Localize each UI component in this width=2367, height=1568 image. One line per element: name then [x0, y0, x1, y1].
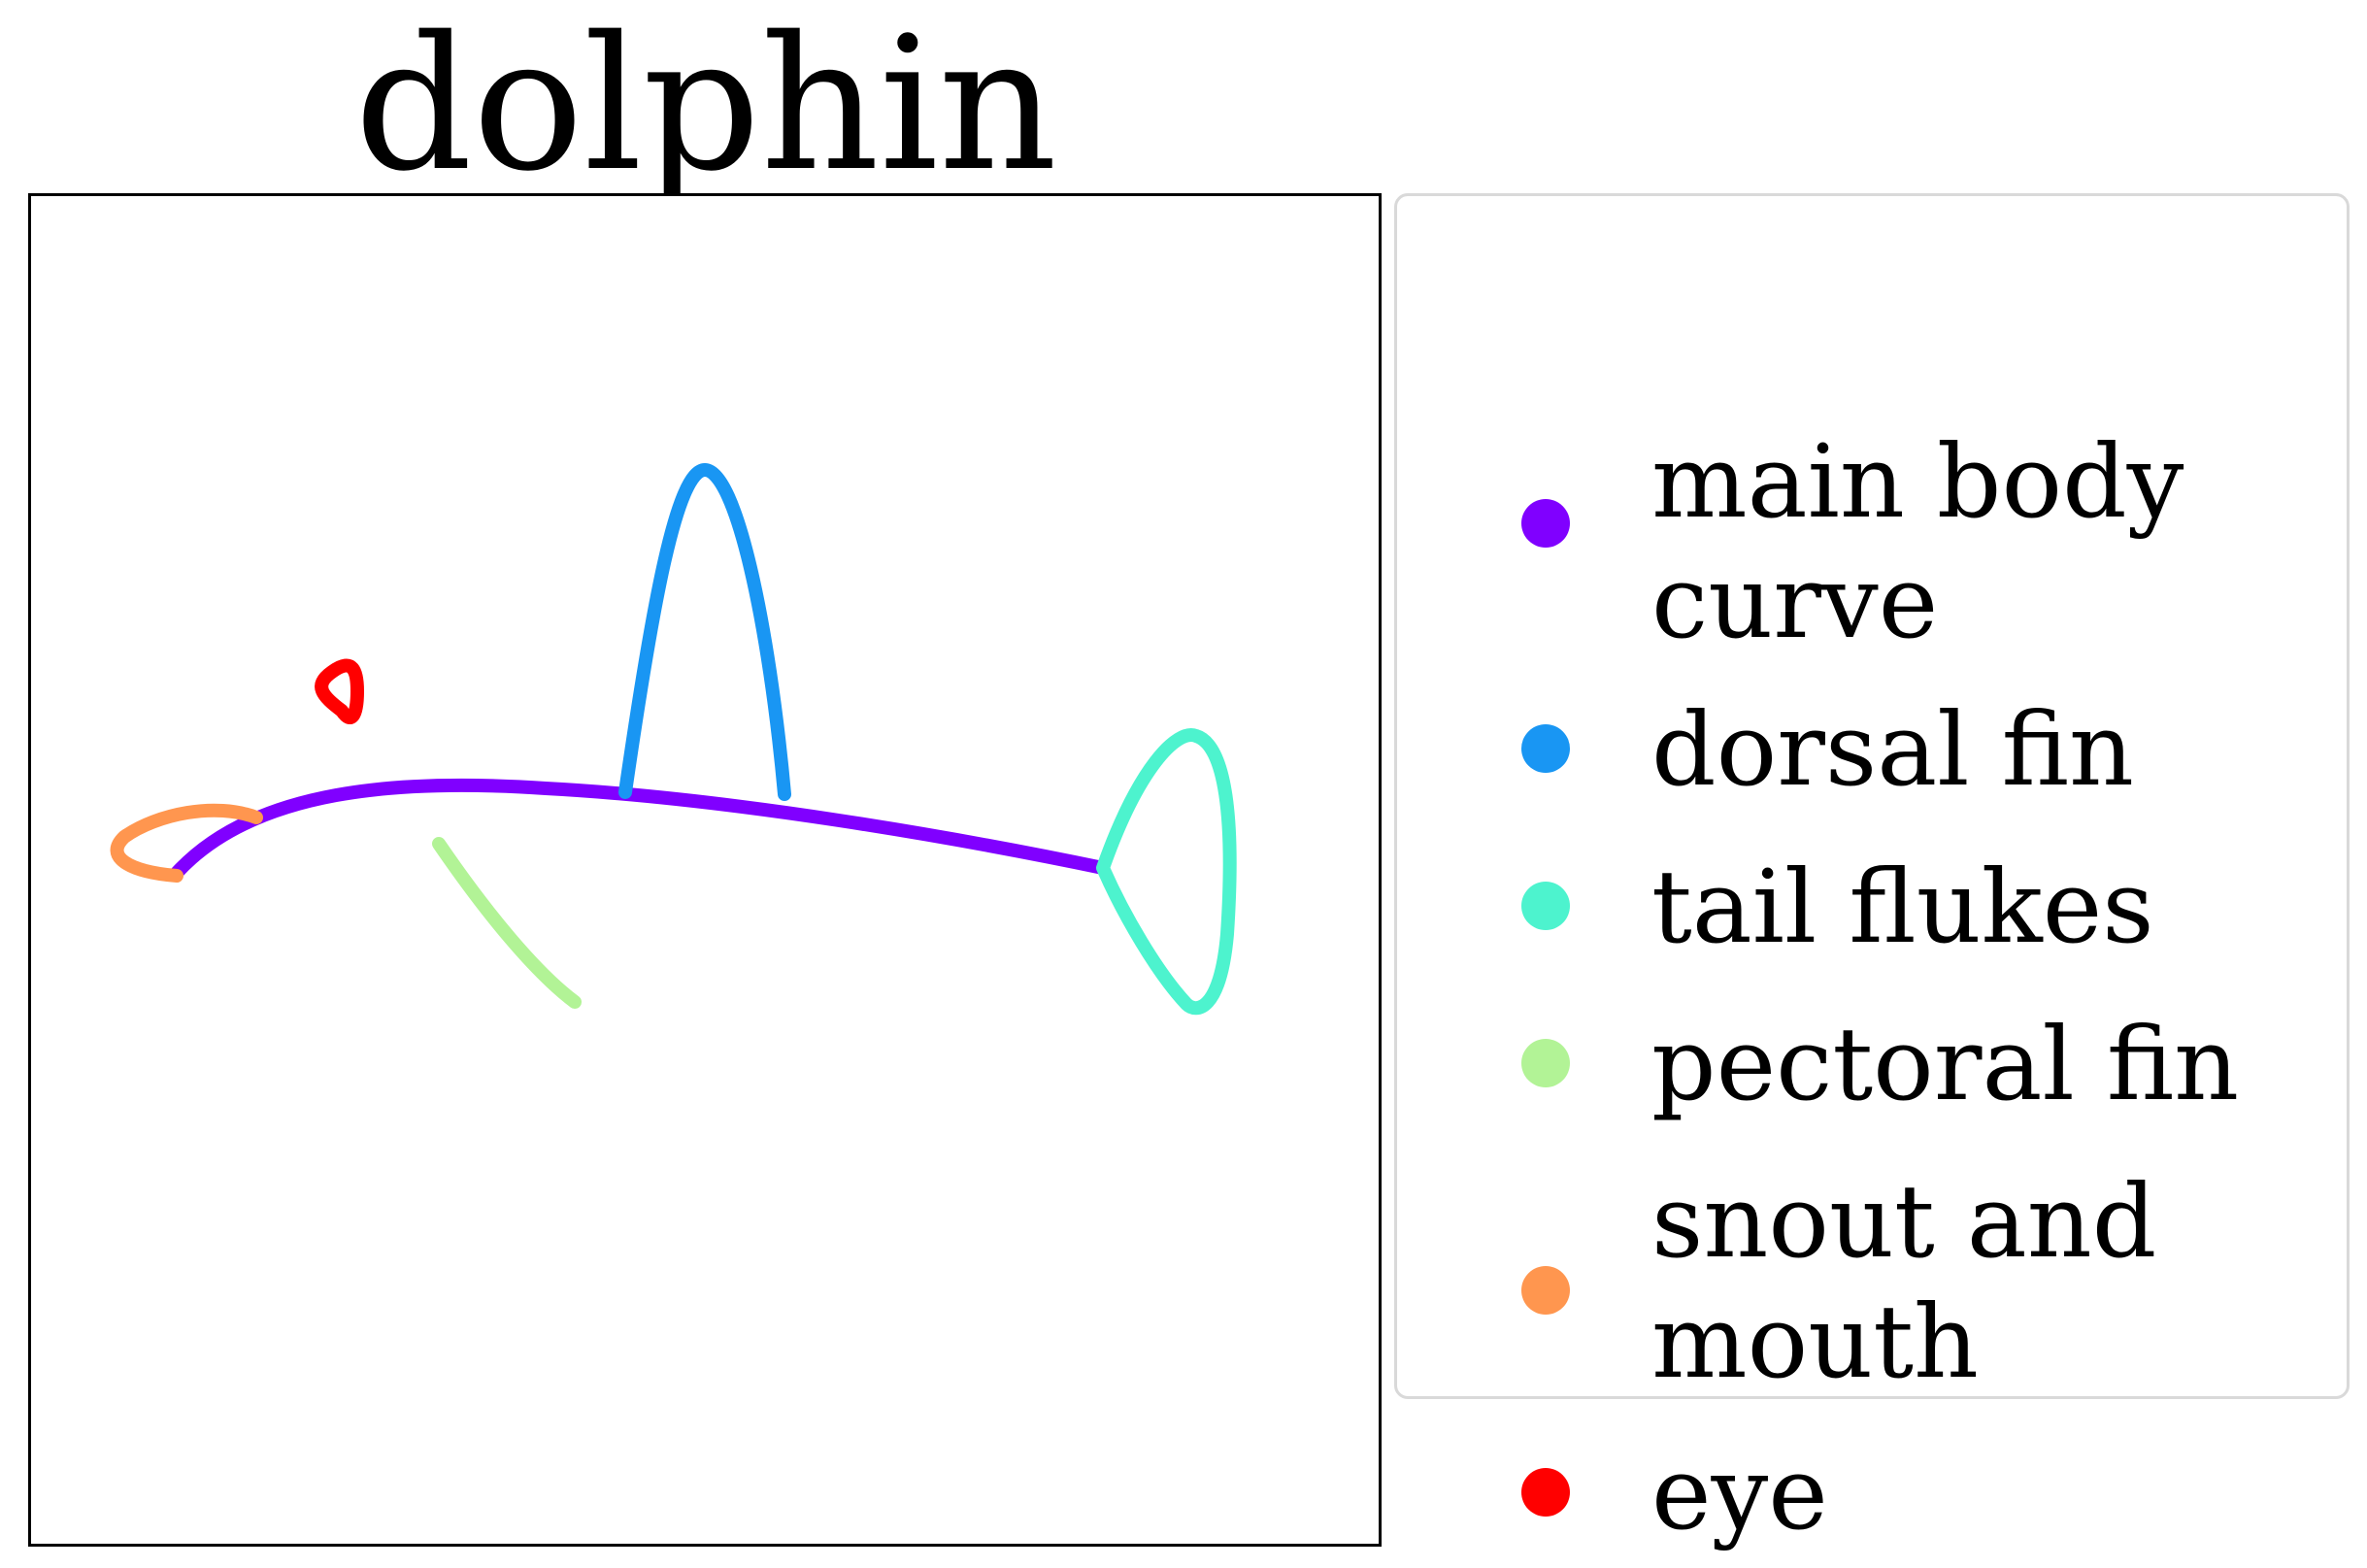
dolphin-sketch — [110, 463, 1237, 1016]
legend-marker-main-body-curve — [1521, 499, 1570, 548]
legend: main body curve dorsal fin tail flukes p… — [1394, 193, 2350, 1552]
legend-label-dorsal-fin: dorsal fin — [1651, 690, 2134, 809]
legend-label-pectoral-fin: pectoral fin — [1651, 1005, 2240, 1123]
legend-label-main-body-curve: main body curve — [1651, 422, 2184, 661]
legend-marker-pectoral-fin — [1521, 1039, 1570, 1087]
stroke-main-body-curve — [170, 778, 1110, 880]
stroke-eye — [315, 658, 364, 724]
legend-label-snout-and-mouth: snout and mouth — [1651, 1162, 2157, 1401]
drawing-canvas — [28, 193, 1382, 1547]
stroke-snout-and-mouth — [110, 803, 263, 883]
legend-label-tail-flukes: tail flukes — [1651, 848, 2154, 966]
stroke-pectoral-fin — [432, 837, 582, 1009]
stroke-dorsal-fin — [618, 463, 791, 801]
stroke-tail-flukes — [1096, 728, 1237, 1016]
legend-marker-dorsal-fin — [1521, 724, 1570, 773]
legend-label-eye: eye — [1651, 1434, 1828, 1552]
legend-marker-snout-and-mouth — [1521, 1266, 1570, 1315]
legend-marker-tail-flukes — [1521, 882, 1570, 930]
legend-marker-eye — [1521, 1468, 1570, 1517]
chart-title: dolphin — [354, 0, 1057, 212]
